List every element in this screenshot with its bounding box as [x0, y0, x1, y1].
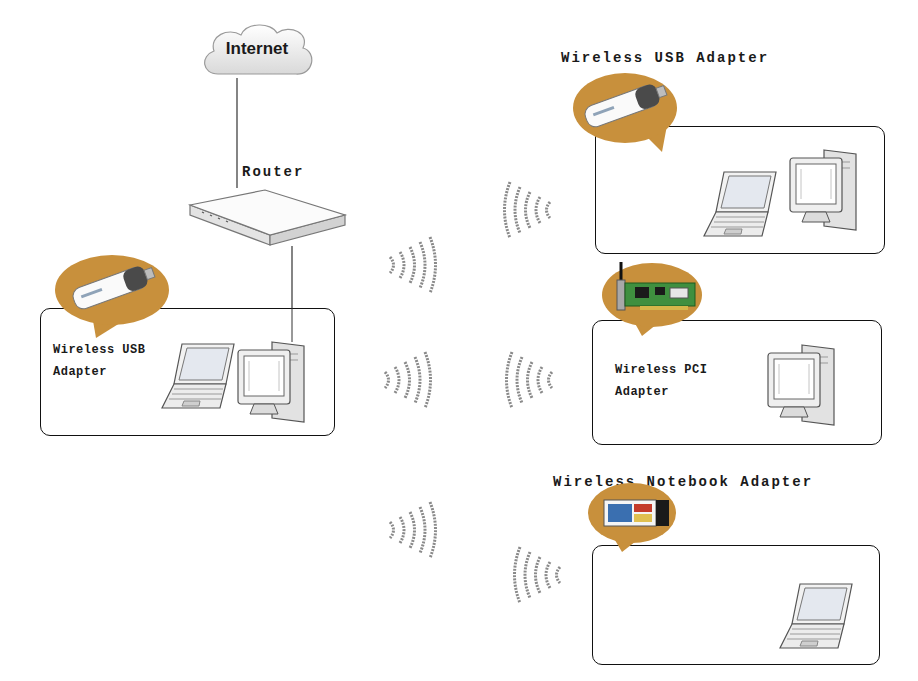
wireless-waves	[390, 237, 436, 293]
bubble-tail	[632, 318, 662, 336]
bubble-body	[55, 255, 169, 325]
card-label	[634, 504, 652, 512]
client-group-box: Wireless PCI Adapter	[592, 320, 882, 445]
bubble-body	[588, 483, 676, 543]
node-label: Wireless PCI Adapter	[615, 359, 715, 403]
wireless-waves	[505, 182, 551, 238]
node-label: Wireless USB Adapter	[561, 50, 769, 66]
network-wire	[292, 308, 293, 342]
internet-cloud: Internet	[198, 20, 316, 78]
router-device: Router	[188, 188, 346, 246]
card-bracket	[617, 280, 625, 310]
bubble-tail	[92, 315, 128, 338]
node-label: Internet	[198, 20, 316, 78]
laptop	[780, 584, 852, 648]
card-label	[634, 514, 652, 522]
router-top	[190, 190, 345, 235]
card-label	[608, 504, 632, 522]
connector-line	[291, 246, 292, 308]
wireless-waves	[390, 502, 436, 558]
callout-bubble	[55, 255, 169, 338]
node-label: Router	[242, 164, 304, 180]
laptop	[704, 172, 776, 236]
callout-bubble	[602, 263, 702, 336]
desktop-pc	[790, 150, 856, 230]
bubble-body	[602, 263, 702, 327]
chip	[670, 288, 688, 298]
bubble-body	[573, 73, 677, 143]
card-contacts	[640, 306, 688, 310]
callout-bubble	[588, 483, 676, 552]
client-group-box: Wireless USB Adapter	[595, 126, 885, 254]
bubble-tail	[612, 535, 640, 552]
desktop-pc	[768, 345, 834, 425]
node-label: Wireless Notebook Adapter	[553, 474, 813, 490]
card-body	[604, 500, 656, 526]
router-device-outline	[188, 188, 346, 246]
usb-adapter	[71, 262, 157, 311]
card-antenna-end	[656, 500, 669, 526]
connector-line	[236, 78, 237, 188]
wireless-waves	[385, 352, 431, 408]
antenna	[620, 262, 623, 282]
client-group-box: Wireless USB Adapter	[40, 308, 335, 436]
node-label: Wireless USB Adapter	[53, 339, 153, 383]
desktop-pc	[238, 342, 304, 422]
wireless-waves	[507, 352, 553, 408]
chip	[655, 287, 665, 295]
laptop	[162, 344, 234, 408]
usb-adapter	[583, 80, 669, 129]
chip	[635, 287, 649, 298]
router-leds	[202, 212, 228, 222]
wireless-waves	[515, 547, 561, 603]
card-board	[625, 283, 695, 306]
bubble-tail	[640, 120, 668, 152]
callout-bubble	[573, 73, 677, 152]
client-group-box: Wireless Notebook Adapter	[592, 545, 880, 665]
pci-card	[617, 262, 695, 310]
pcmcia-card	[604, 500, 669, 526]
